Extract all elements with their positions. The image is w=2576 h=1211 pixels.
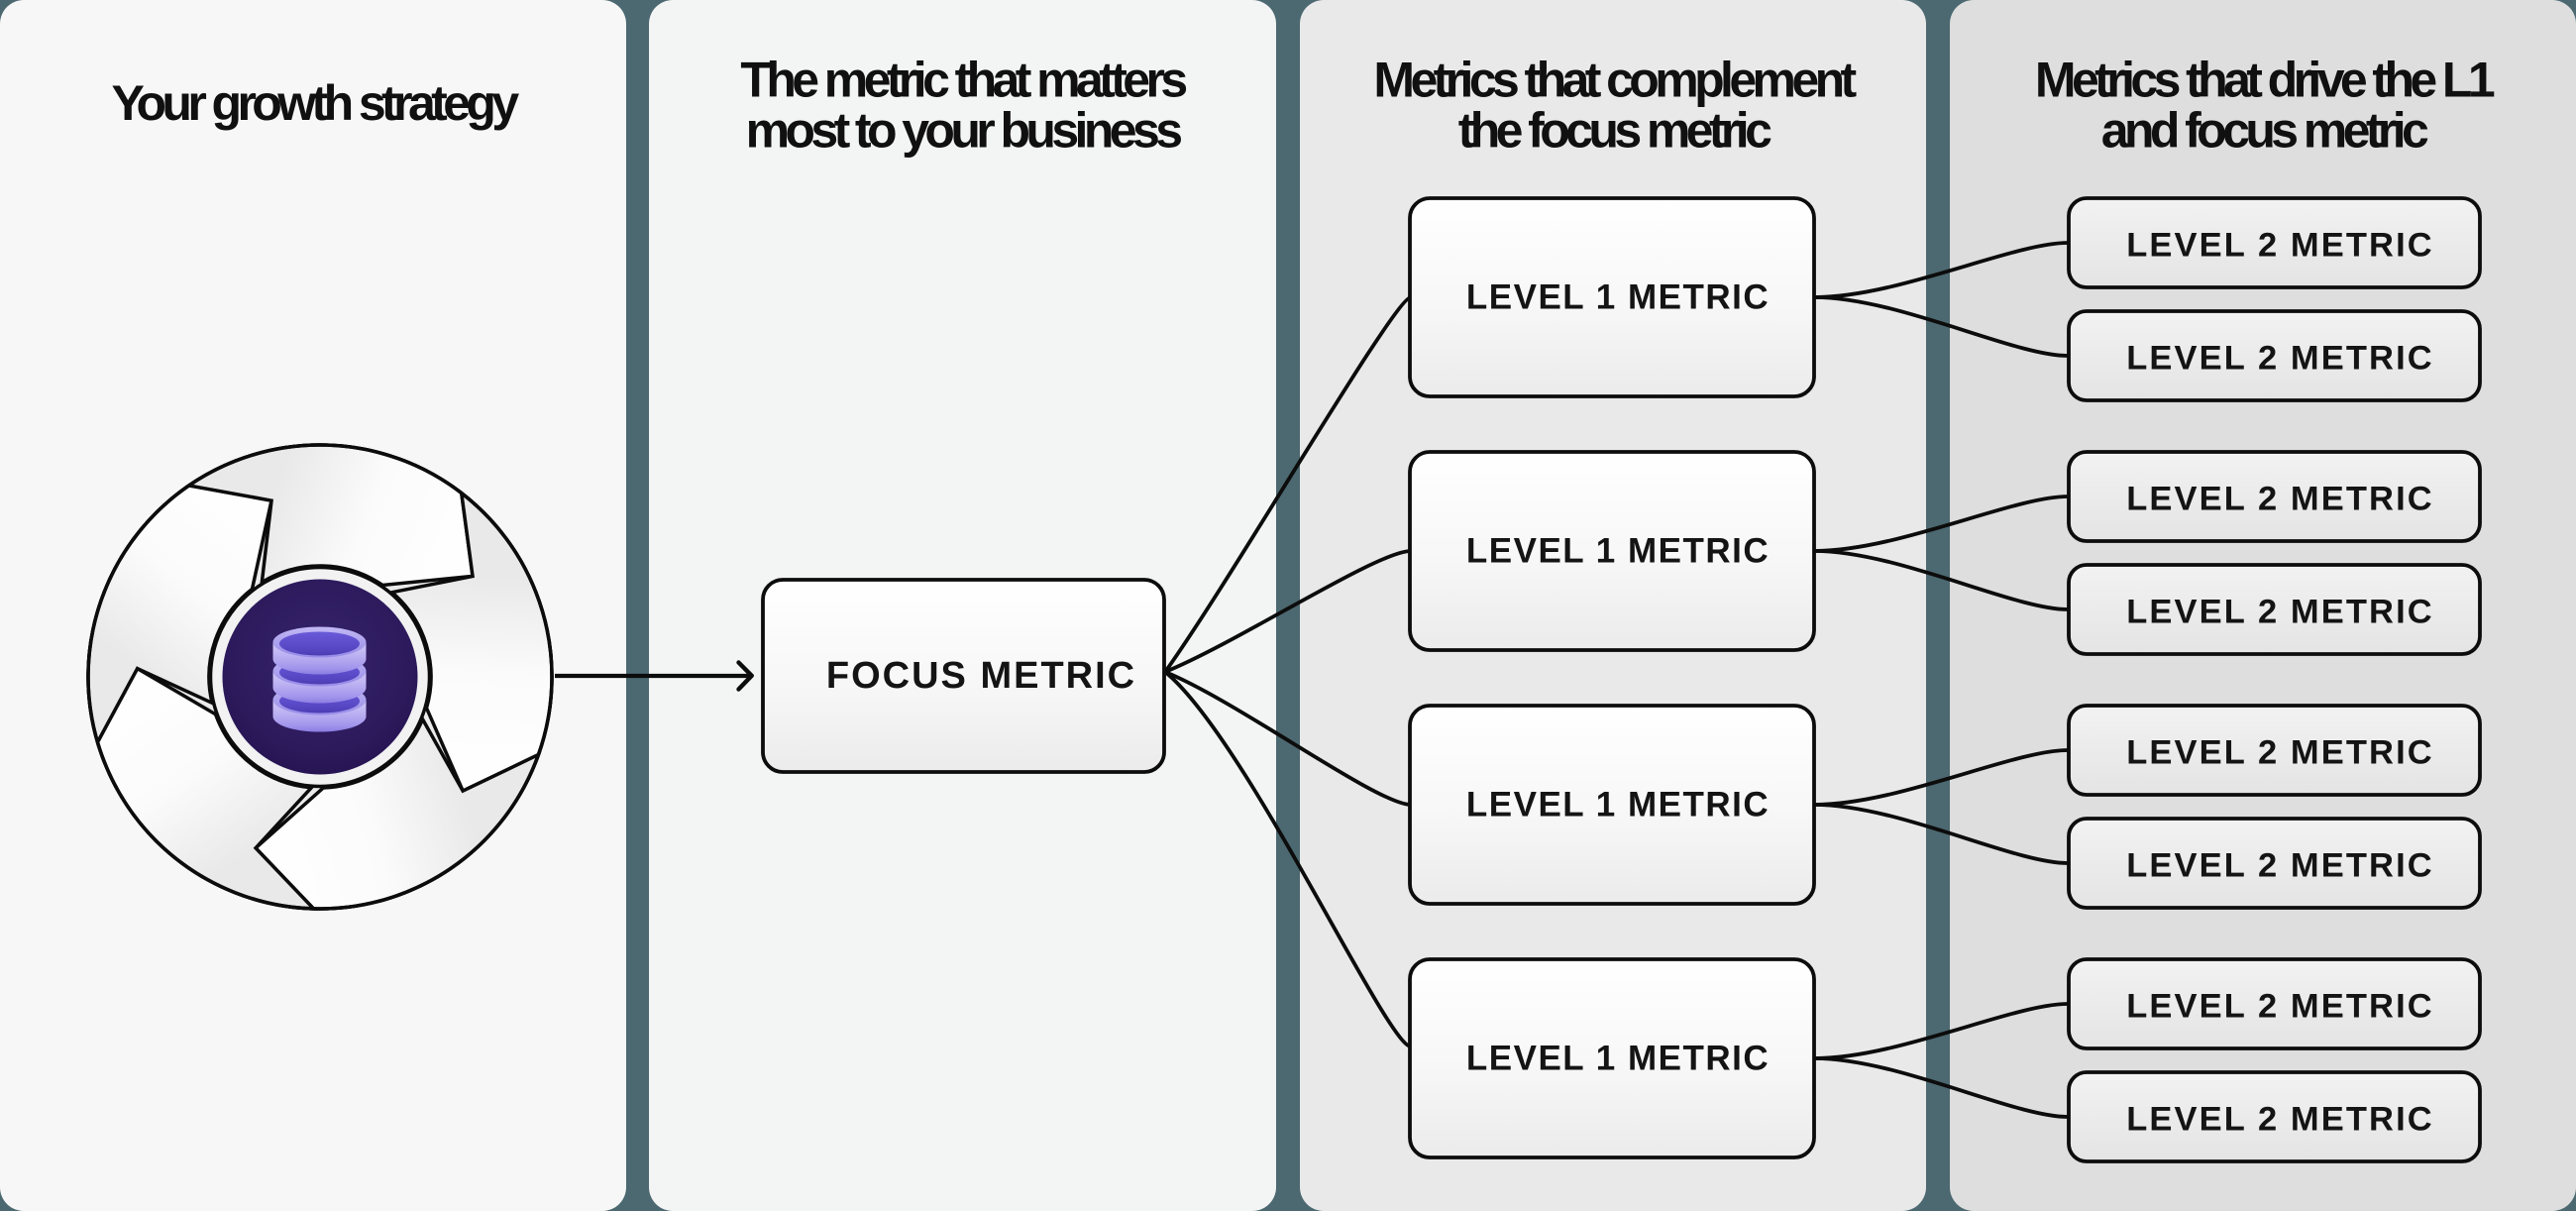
svg-text:the focus metric: the focus metric [1458, 103, 1771, 159]
svg-text:LEVEL 2 METRIC: LEVEL 2 METRIC [2126, 847, 2434, 885]
svg-text:The metric that matters: The metric that matters [740, 53, 1186, 108]
svg-text:LEVEL 2 METRIC: LEVEL 2 METRIC [2126, 481, 2434, 518]
svg-text:LEVEL 1 METRIC: LEVEL 1 METRIC [1466, 786, 1770, 825]
svg-text:LEVEL 1 METRIC: LEVEL 1 METRIC [1466, 278, 1770, 317]
svg-text:Metrics that drive the L1: Metrics that drive the L1 [2035, 53, 2495, 108]
svg-text:most to your business: most to your business [746, 103, 1182, 159]
svg-text:LEVEL 2 METRIC: LEVEL 2 METRIC [2126, 227, 2434, 265]
svg-text:Your growth strategy: Your growth strategy [111, 75, 519, 131]
svg-text:LEVEL 2 METRIC: LEVEL 2 METRIC [2126, 988, 2434, 1026]
svg-text:LEVEL 1 METRIC: LEVEL 1 METRIC [1466, 532, 1770, 571]
svg-text:LEVEL 1 METRIC: LEVEL 1 METRIC [1466, 1040, 1770, 1078]
svg-text:Metrics that complement: Metrics that complement [1373, 53, 1857, 108]
svg-text:FOCUS METRIC: FOCUS METRIC [826, 655, 1136, 697]
svg-text:and focus metric: and focus metric [2101, 103, 2428, 159]
svg-text:LEVEL 2 METRIC: LEVEL 2 METRIC [2126, 594, 2434, 631]
svg-text:LEVEL 2 METRIC: LEVEL 2 METRIC [2126, 340, 2434, 378]
svg-text:LEVEL 2 METRIC: LEVEL 2 METRIC [2126, 1101, 2434, 1139]
svg-text:LEVEL 2 METRIC: LEVEL 2 METRIC [2126, 734, 2434, 772]
